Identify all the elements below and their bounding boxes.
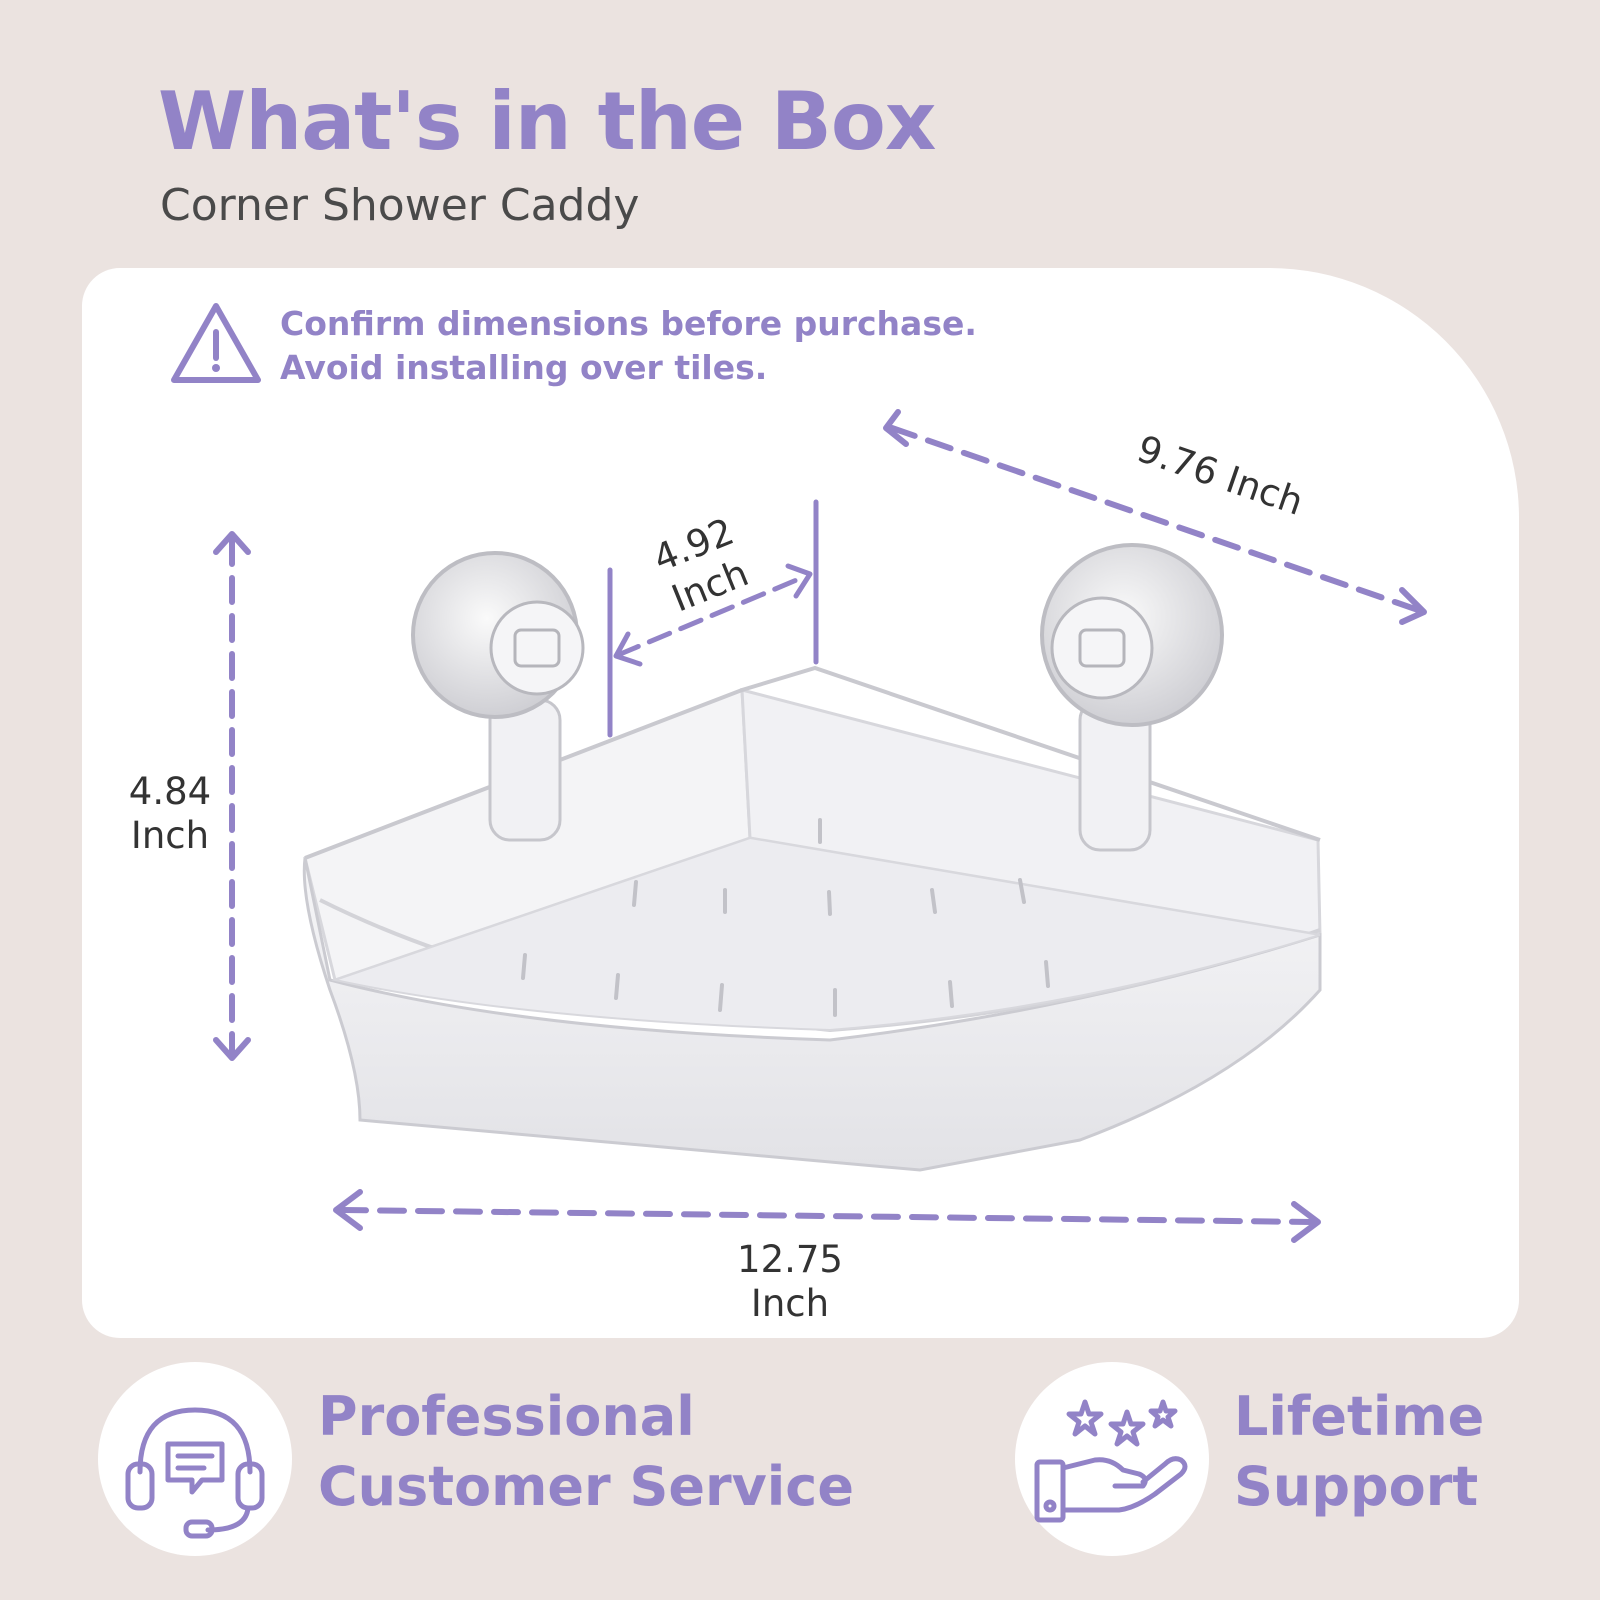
product-subtitle: Corner Shower Caddy — [160, 180, 640, 231]
drain-slots — [521, 818, 1050, 1017]
warning-triangle-icon — [171, 303, 261, 383]
width-dimension-arrow — [333, 1189, 1321, 1243]
page-title: What's in the Box — [158, 75, 936, 168]
customer-service-text: Professional Customer Service — [318, 1385, 854, 1518]
customer-service-badge — [98, 1362, 292, 1556]
height-dimension-arrow — [213, 531, 251, 1061]
hand-stars-icon — [1034, 1399, 1188, 1523]
lifetime-support-badge — [1015, 1362, 1209, 1556]
width-dimension-label: 12.75 Inch — [737, 1238, 843, 1325]
suction-cup-right — [1040, 543, 1224, 852]
side-dimension-arrow — [883, 409, 1427, 625]
warning-line-2: Avoid installing over tiles. — [280, 348, 768, 387]
height-dimension-label: 4.84 Inch — [128, 770, 212, 857]
suction-cup-left — [411, 551, 585, 842]
depth-dimension-arrow — [607, 499, 819, 738]
headset-chat-icon — [125, 1407, 265, 1539]
lifetime-support-text: Lifetime Support — [1234, 1385, 1485, 1518]
warning-message: Confirm dimensions before purchase. Avoi… — [280, 302, 977, 390]
caddy-tray — [302, 818, 1322, 1172]
warning-line-1: Confirm dimensions before purchase. — [280, 304, 977, 343]
